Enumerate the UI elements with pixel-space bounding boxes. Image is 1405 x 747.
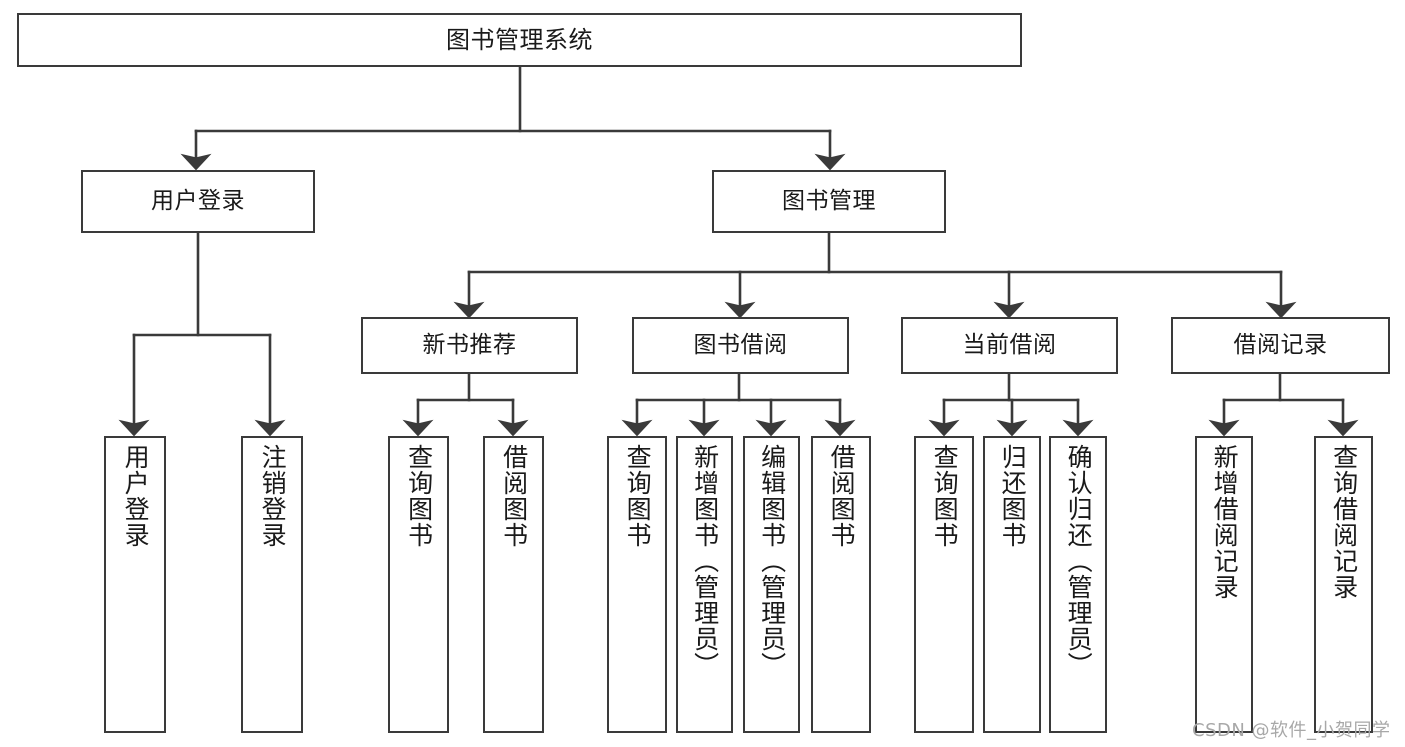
leaf-query-book-1[interactable]: 查询图书 xyxy=(388,436,449,733)
leaf-user-login[interactable]: 用户登录 xyxy=(104,436,166,733)
leaf-add-record[interactable]: 新增借阅记录 xyxy=(1195,436,1253,733)
node-root[interactable]: 图书管理系统 xyxy=(17,13,1022,67)
leaf-query-book-3[interactable]: 查询图书 xyxy=(914,436,974,733)
node-user-login-label: 用户登录 xyxy=(151,187,245,214)
leaf-query-book-1-label: 查询图书 xyxy=(404,444,434,548)
node-book-manage[interactable]: 图书管理 xyxy=(712,170,946,233)
leaf-query-book-2-label: 查询图书 xyxy=(623,444,653,548)
leaf-user-login-label: 用户登录 xyxy=(121,444,151,548)
leaf-confirm-return-label: 确认归还（管理员） xyxy=(1064,444,1094,678)
leaf-logout-label: 注销登录 xyxy=(258,444,288,548)
leaf-borrow-book-2-label: 借阅图书 xyxy=(827,444,857,548)
node-new-book-recommend[interactable]: 新书推荐 xyxy=(361,317,578,374)
node-book-manage-label: 图书管理 xyxy=(782,187,876,214)
node-current-borrow[interactable]: 当前借阅 xyxy=(901,317,1118,374)
csdn-watermark: CSDN @软件_小贺同学 xyxy=(1192,720,1391,741)
node-book-borrow[interactable]: 图书借阅 xyxy=(632,317,849,374)
leaf-edit-book-label: 编辑图书（管理员） xyxy=(757,444,787,678)
leaf-edit-book[interactable]: 编辑图书（管理员） xyxy=(743,436,800,733)
leaf-borrow-book-1[interactable]: 借阅图书 xyxy=(483,436,544,733)
leaf-query-record[interactable]: 查询借阅记录 xyxy=(1314,436,1373,733)
leaf-add-book-label: 新增图书（管理员） xyxy=(690,444,720,678)
node-user-login[interactable]: 用户登录 xyxy=(81,170,315,233)
leaf-borrow-book-1-label: 借阅图书 xyxy=(499,444,529,548)
leaf-query-book-2[interactable]: 查询图书 xyxy=(607,436,667,733)
leaf-confirm-return[interactable]: 确认归还（管理员） xyxy=(1049,436,1107,733)
node-root-label: 图书管理系统 xyxy=(446,25,593,54)
leaf-add-record-label: 新增借阅记录 xyxy=(1210,444,1240,600)
leaf-borrow-book-2[interactable]: 借阅图书 xyxy=(811,436,871,733)
leaf-query-record-label: 查询借阅记录 xyxy=(1329,444,1359,600)
node-borrow-record-label: 借阅记录 xyxy=(1233,331,1328,358)
node-book-borrow-label: 图书借阅 xyxy=(693,331,788,358)
node-new-book-recommend-label: 新书推荐 xyxy=(422,331,517,358)
node-borrow-record[interactable]: 借阅记录 xyxy=(1171,317,1390,374)
leaf-return-book[interactable]: 归还图书 xyxy=(983,436,1041,733)
leaf-add-book[interactable]: 新增图书（管理员） xyxy=(676,436,733,733)
leaf-return-book-label: 归还图书 xyxy=(998,444,1028,548)
leaf-query-book-3-label: 查询图书 xyxy=(930,444,960,548)
leaf-logout[interactable]: 注销登录 xyxy=(241,436,303,733)
node-current-borrow-label: 当前借阅 xyxy=(962,331,1057,358)
